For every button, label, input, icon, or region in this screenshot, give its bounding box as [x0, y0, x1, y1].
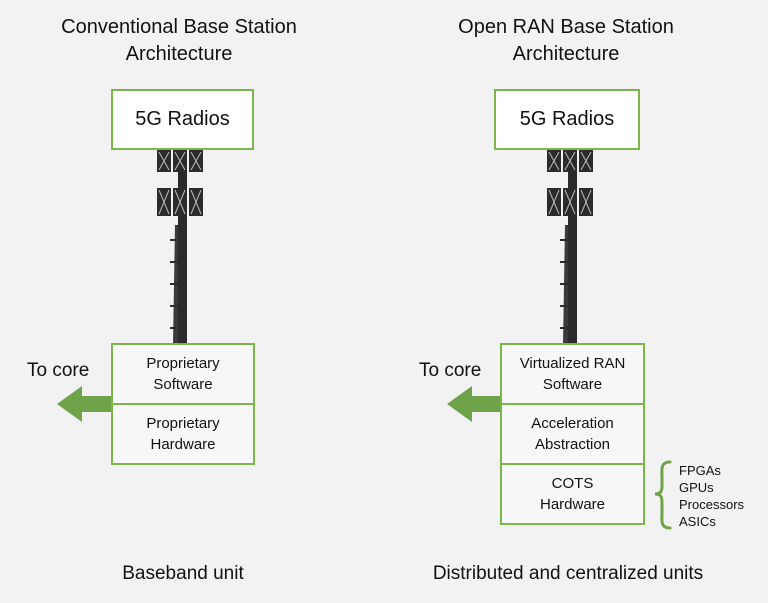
- right-caption: Distributed and centralized units: [432, 563, 704, 584]
- right-5g-radios-label: 5G Radios: [519, 108, 615, 130]
- left-tower-rungs: [170, 239, 180, 329]
- left-5g-radios-label: 5G Radios: [135, 108, 230, 130]
- hardware-type-item: Processors: [679, 497, 745, 512]
- left-hardware-line2: Hardware: [150, 436, 216, 453]
- hardware-type-item: FPGAs: [679, 463, 721, 478]
- left-title: Conventional Base Station Architecture: [45, 14, 313, 68]
- hardware-types-brace: [654, 460, 672, 530]
- left-to-core-arrow: [57, 386, 112, 422]
- left-software-line1: Proprietary: [146, 355, 220, 372]
- hardware-type-item: GPUs: [679, 480, 714, 495]
- right-title: Open RAN Base Station Architecture: [424, 14, 708, 68]
- right-hardware-line1: COTS: [551, 475, 594, 492]
- right-software-line2: Software: [542, 376, 603, 393]
- right-to-core-arrow: [447, 386, 502, 422]
- right-acceleration-abstraction-box: Acceleration Abstraction: [500, 403, 645, 465]
- right-title-line1: Open RAN Base Station: [458, 16, 674, 38]
- right-cots-hardware-box: COTS Hardware: [500, 463, 645, 525]
- right-to-core-label: To core: [419, 360, 482, 381]
- right-title-line2: Architecture: [512, 43, 620, 65]
- left-caption: Baseband unit: [122, 563, 244, 584]
- left-software-line2: Software: [153, 376, 213, 393]
- right-cell-tower: [547, 150, 593, 345]
- left-5g-radios-box: 5G Radios: [111, 89, 254, 150]
- left-tower-mast: [178, 150, 187, 345]
- left-title-line2: Architecture: [125, 43, 233, 65]
- right-abstraction-line1: Acceleration: [531, 415, 614, 432]
- left-to-core-label: To core: [27, 360, 90, 381]
- left-proprietary-software-box: Proprietary Software: [111, 343, 255, 405]
- right-tower-mast: [568, 150, 577, 345]
- left-proprietary-hardware-box: Proprietary Hardware: [111, 403, 255, 465]
- right-virtualized-ran-software-box: Virtualized RAN Software: [500, 343, 645, 405]
- left-title-line1: Conventional Base Station: [61, 16, 297, 38]
- right-tower-rungs: [560, 239, 570, 329]
- right-software-line1: Virtualized RAN: [519, 355, 626, 372]
- left-cell-tower: [157, 150, 203, 345]
- right-abstraction-line2: Abstraction: [534, 436, 611, 453]
- right-hardware-line2: Hardware: [539, 496, 606, 513]
- hardware-type-item: ASICs: [679, 514, 716, 529]
- left-hardware-line1: Proprietary: [146, 415, 220, 432]
- right-5g-radios-box: 5G Radios: [494, 89, 640, 150]
- hardware-types-list: FPGAs GPUs Processors ASICs: [679, 462, 744, 530]
